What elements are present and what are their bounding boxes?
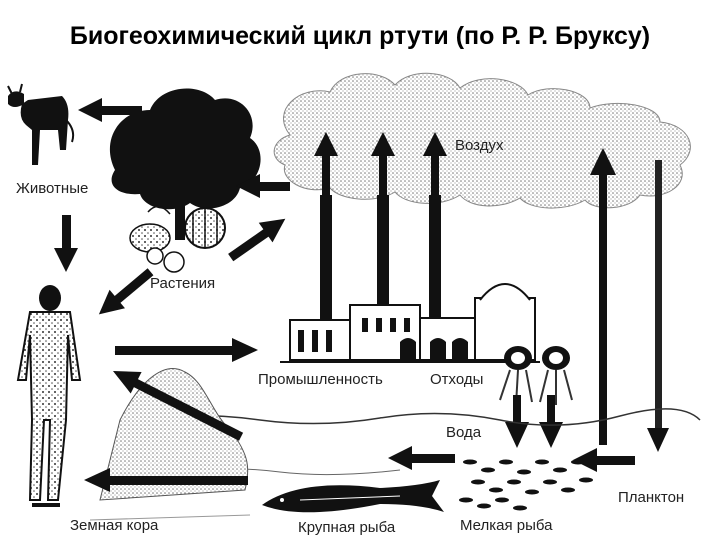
right-vertical-arrows xyxy=(590,148,669,452)
label-air: Воздух xyxy=(455,137,504,154)
factory xyxy=(280,283,540,363)
arrow-down-icon xyxy=(54,215,78,272)
diagram-title: Биогеохимический цикл ртути (по Р. Р. Бр… xyxy=(69,22,651,50)
label-plankton: Планктон xyxy=(618,489,684,506)
arrow-down-icon xyxy=(539,422,563,448)
plants-icon xyxy=(129,205,226,273)
label-earth-crust: Земная кора xyxy=(70,517,159,534)
label-small-fish: Мелкая рыба xyxy=(460,517,553,534)
waste-pipes xyxy=(499,346,573,406)
label-animals: Животные xyxy=(16,180,88,197)
arrow-left-icon xyxy=(78,98,142,122)
arrow-up-icon xyxy=(590,148,616,175)
arrow-up-icon xyxy=(423,132,447,156)
arrow-up-icon xyxy=(371,132,395,156)
arrow-right-icon xyxy=(115,338,258,362)
label-big-fish: Крупная рыба xyxy=(298,519,396,536)
cow-icon xyxy=(7,83,75,165)
label-plants: Растения xyxy=(150,275,215,292)
person-icon xyxy=(16,285,82,507)
arrow-diagonal-icon xyxy=(112,370,244,441)
arrow-left-icon xyxy=(573,448,635,472)
tree-icon xyxy=(109,88,261,240)
big-fish-icon xyxy=(262,480,444,513)
chimney-1 xyxy=(320,195,332,325)
chimney-3 xyxy=(429,195,441,325)
arrow-up-icon xyxy=(314,132,338,156)
label-industry: Промышленность xyxy=(258,371,383,388)
arrow-diagonal-icon xyxy=(228,218,286,262)
label-waste: Отходы xyxy=(430,371,483,388)
arrow-down-icon xyxy=(505,422,529,448)
chimneys xyxy=(314,132,447,325)
arrow-down-icon xyxy=(647,428,669,452)
arrow-left-icon xyxy=(236,174,290,198)
small-fish-school xyxy=(459,459,593,511)
chimney-2 xyxy=(377,195,389,325)
flow-arrows xyxy=(54,98,635,492)
waste-arrows xyxy=(505,395,563,448)
arrow-left-icon xyxy=(388,446,455,470)
arrow-left-icon xyxy=(84,468,248,492)
earth-crust xyxy=(89,368,251,521)
arrow-diagonal-icon xyxy=(98,268,154,315)
label-water: Вода xyxy=(446,424,482,441)
